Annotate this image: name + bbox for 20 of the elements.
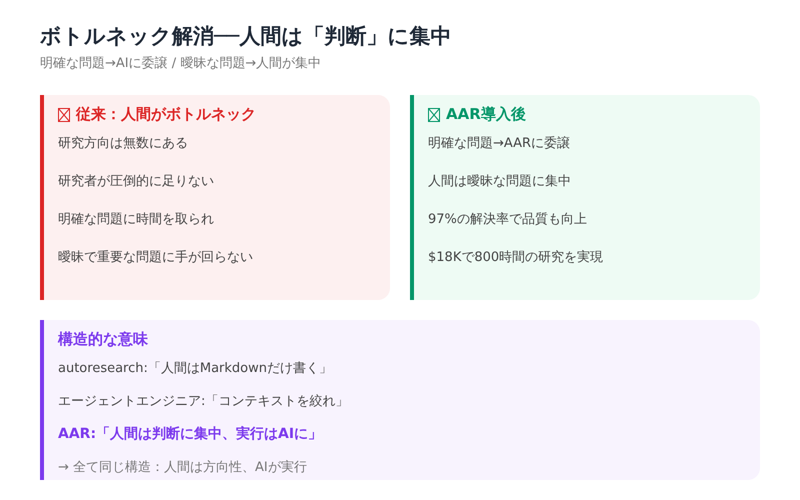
list-item: 研究者が圧倒的に足りない — [58, 173, 215, 190]
list-item: autoresearch:「人間はMarkdownだけ書く」 — [58, 360, 334, 377]
list-item: 明確な問題→AARに委譲 — [428, 135, 572, 152]
highlight-text: AAR:「人間は判断に集中、実行はAIに」 — [58, 425, 324, 443]
info-panel — [410, 95, 760, 300]
panel-heading: 従来：人間がボトルネック — [76, 105, 256, 124]
title: ボトルネック解消──人間は「判断」に集中 — [40, 23, 452, 50]
list-item: 研究方向は無数にある — [58, 135, 189, 152]
list-item: $18Kで800時間の研究を実現 — [428, 249, 604, 266]
list-item: エージェントエンジニア:「コンテキストを絞れ」 — [58, 393, 350, 410]
list-item: 曖昧で重要な問題に手が回らない — [58, 249, 254, 266]
info-panel — [40, 95, 390, 300]
subtitle: 明確な問題→AIに委譲 / 曖昧な問題→人間が集中 — [40, 55, 322, 72]
panel-heading: AAR導入後 — [446, 105, 526, 124]
conclusion-text: → 全て同じ構造：人間は方向性、AIが実行 — [58, 459, 308, 476]
list-item: 97%の解決率で品質も向上 — [428, 211, 588, 228]
list-item: 明確な問題に時間を取られ — [58, 211, 215, 228]
list-item: 人間は曖昧な問題に集中 — [428, 173, 572, 190]
info-panel — [40, 320, 760, 480]
panel-heading: 構造的な意味 — [58, 330, 148, 349]
